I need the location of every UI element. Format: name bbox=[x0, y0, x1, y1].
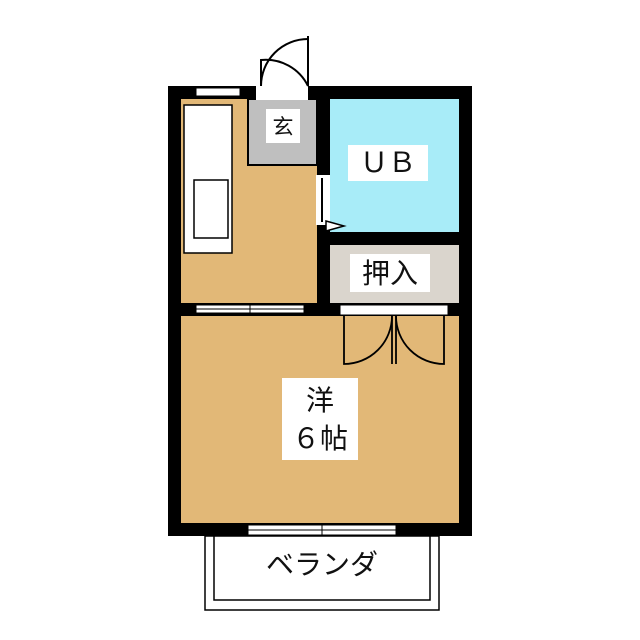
bath-door-mark bbox=[325, 220, 347, 232]
balcony-inner bbox=[213, 535, 431, 601]
closet-label: 押入 bbox=[362, 257, 418, 290]
closet-label-bg bbox=[350, 254, 430, 292]
western-room-label-bg bbox=[282, 378, 358, 460]
western-room-size-label: ６帖 bbox=[292, 422, 348, 455]
kitchen-sink bbox=[193, 179, 229, 239]
bath-label-bg bbox=[348, 145, 428, 181]
entrance-door-swing bbox=[260, 58, 309, 87]
entrance-label: 玄 bbox=[273, 115, 294, 139]
balcony-label: ベランダ bbox=[266, 548, 378, 581]
kitchen-window bbox=[195, 87, 241, 97]
closet-door-left bbox=[343, 315, 393, 365]
closet-door-opening bbox=[339, 304, 449, 316]
entrance-door-opening bbox=[256, 84, 308, 100]
entrance-door-arc bbox=[260, 38, 309, 87]
bath-label: ＵＢ bbox=[360, 146, 416, 179]
closet-door-right bbox=[395, 315, 445, 365]
entrance-label-bg bbox=[266, 109, 300, 143]
western-room-label: 洋 bbox=[306, 384, 334, 417]
